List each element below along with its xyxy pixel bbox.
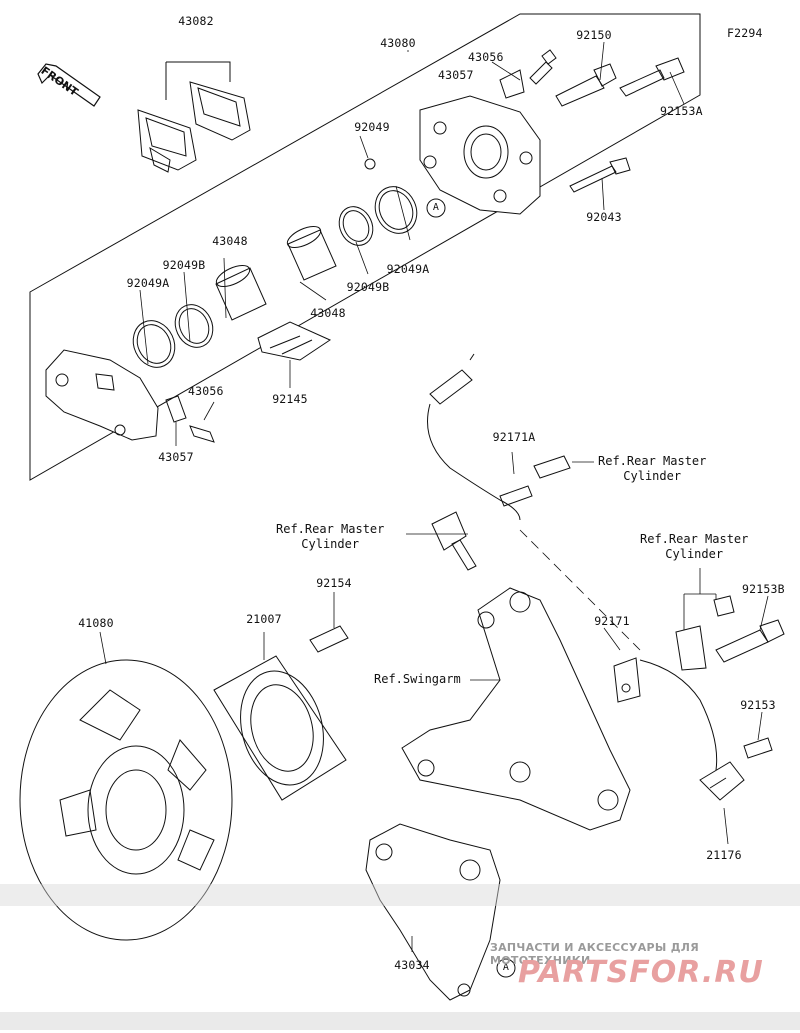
label-43082[interactable]: 43082: [178, 14, 214, 28]
label-43034[interactable]: 43034: [394, 958, 430, 972]
seal-92049B-right: [338, 206, 374, 246]
leader-lines-bottom: [99, 451, 769, 952]
ref-line: Ref.Rear Master: [598, 454, 707, 468]
seal-92049A-left: [132, 320, 176, 368]
label-92153[interactable]: 92153: [740, 698, 776, 712]
ref-line: Cylinder: [623, 469, 682, 483]
label-92153A[interactable]: 92153A: [660, 104, 703, 118]
piston-43048-right: [286, 225, 337, 281]
bolt-92171A: [533, 455, 571, 479]
seal-92049B-left: [174, 304, 214, 348]
label-92049A-left[interactable]: 92049A: [126, 276, 170, 290]
label-43056-top[interactable]: 43056: [468, 50, 504, 64]
washer-92049: [364, 158, 376, 170]
label-21007[interactable]: 21007: [246, 612, 282, 626]
label-41080[interactable]: 41080: [78, 616, 114, 630]
ref-line: Ref.Rear Master: [276, 522, 385, 536]
bolt-92150: [555, 63, 617, 107]
caliper-group-outline: [29, 13, 701, 481]
bleeder-valve-bottom: [165, 395, 215, 443]
caliper-bracket-drawing: [419, 69, 541, 215]
marker-A-bottom-text: A: [502, 962, 510, 973]
label-92049[interactable]: 92049: [354, 120, 390, 134]
label-21176[interactable]: 21176: [706, 848, 742, 862]
label-43056-bottom[interactable]: 43056: [188, 384, 224, 398]
figure-code: F2294: [727, 26, 763, 40]
label-92145[interactable]: 92145: [272, 392, 308, 406]
marker-A-top: [426, 198, 446, 218]
brake-disc-41080: [19, 659, 233, 941]
master-cylinder-fitting: [431, 511, 477, 571]
front-arrow-icon: [37, 63, 101, 107]
ref-rear-master-cylinder-1[interactable]: Ref.Rear Master Cylinder: [598, 454, 706, 484]
dashed-line: [519, 529, 641, 651]
label-92150[interactable]: 92150: [576, 28, 612, 42]
watermark-tagline: ЗАПЧАСТИ И АКСЕССУАРЫ ДЛЯ МОТОТЕХНИКИ: [490, 941, 700, 967]
piston-43048-left: [215, 264, 267, 321]
brake-pads-drawing: [137, 61, 251, 173]
label-92171[interactable]: 92171: [594, 614, 630, 628]
label-43057-bottom[interactable]: 43057: [158, 450, 194, 464]
ref-rear-master-cylinder-2[interactable]: Ref.Rear Master Cylinder: [276, 522, 384, 552]
label-43048-mid[interactable]: 43048: [310, 306, 346, 320]
label-92049B-left[interactable]: 92049B: [162, 258, 206, 272]
watermark-logo: PARTSFOR.RU: [518, 955, 764, 990]
leader-lines: [139, 41, 685, 446]
sensor-plate-92171: [613, 657, 641, 703]
seal-92049A-right: [374, 186, 418, 234]
label-92154[interactable]: 92154: [316, 576, 352, 590]
caliper-bracket-43034: [365, 823, 501, 1001]
label-92049B-mid[interactable]: 92049B: [346, 280, 390, 294]
caliper-body-drawing: [45, 349, 159, 441]
ref-rear-master-cylinder-3[interactable]: Ref.Rear Master Cylinder: [640, 532, 748, 562]
pin-92043: [569, 157, 631, 193]
bolt-92153: [743, 737, 773, 759]
hose-clamp: [675, 595, 735, 671]
bleeder-valve-top: [529, 49, 557, 85]
label-43057-top[interactable]: 43057: [438, 68, 474, 82]
bolt-92153B: [715, 619, 785, 663]
label-43048-left[interactable]: 43048: [212, 234, 248, 248]
label-43080[interactable]: 43080: [380, 36, 416, 50]
label-92043[interactable]: 92043: [586, 210, 622, 224]
pad-spring-92145: [257, 321, 332, 361]
abs-sensor-wire: [427, 353, 533, 521]
ref-line: Ref.Rear Master: [640, 532, 749, 546]
bolt-92154: [309, 625, 349, 653]
ref-line: Cylinder: [665, 547, 724, 561]
ref-line: Cylinder: [301, 537, 360, 551]
marker-A-top-text: A: [432, 202, 440, 213]
noise-band-1: [0, 884, 800, 906]
swingarm-drawing: [401, 587, 631, 831]
label-92171A[interactable]: 92171A: [492, 430, 536, 444]
sensor-bracket-21176: [699, 761, 745, 801]
label-92153B[interactable]: 92153B: [742, 582, 785, 596]
sensor-wire-lower: [639, 659, 718, 771]
noise-band-2: [0, 1012, 800, 1030]
label-92049A-right[interactable]: 92049A: [386, 262, 430, 276]
ref-swingarm[interactable]: Ref.Swingarm: [374, 672, 461, 686]
abs-rotor-21007: [213, 655, 347, 801]
bolt-92153A: [619, 57, 685, 97]
marker-A-bottom: [496, 958, 516, 978]
